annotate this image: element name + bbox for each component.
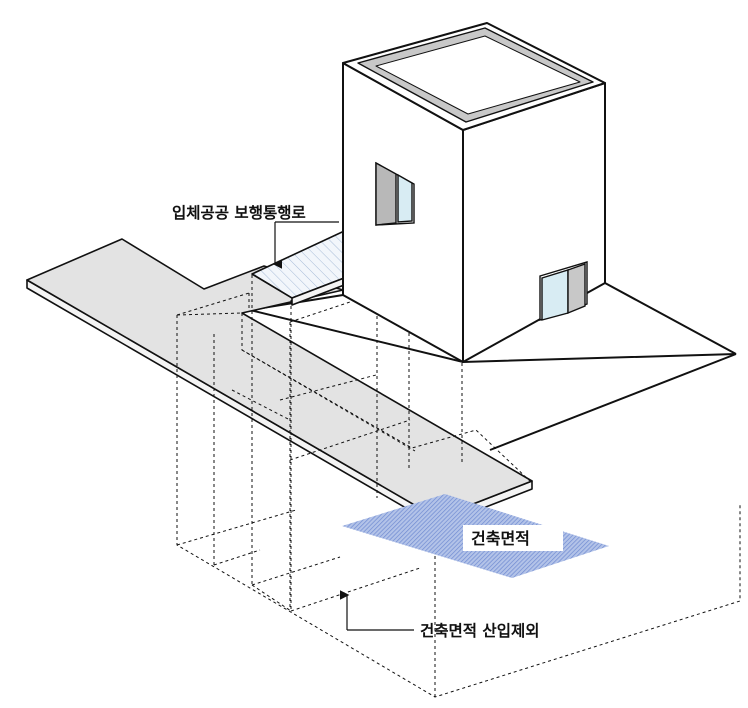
building-area-callout: 건축면적 xyxy=(463,525,563,551)
excluded-label: 건축면적 산입제외 xyxy=(420,622,539,640)
building-area-label: 건축면적 xyxy=(471,529,530,548)
excluded-callout: 건축면적 산입제외 xyxy=(347,595,539,640)
walkway-label: 입체공공 보행통행로 xyxy=(172,204,306,222)
